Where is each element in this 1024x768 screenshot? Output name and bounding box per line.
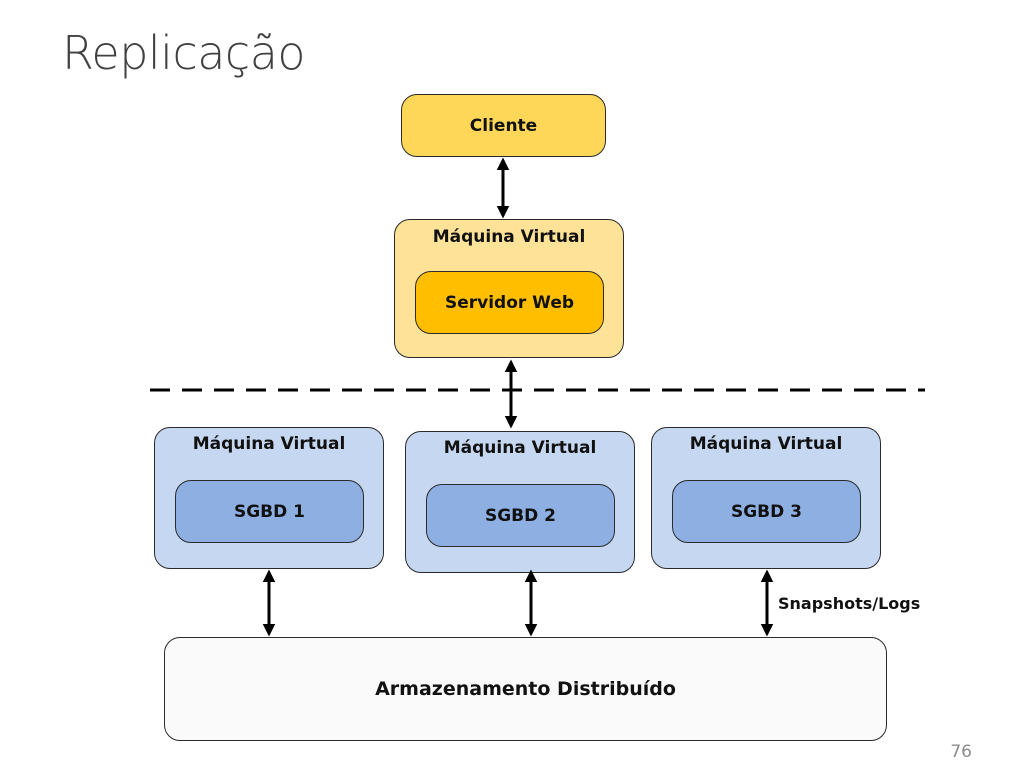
sgbd-2-box: SGBD 2: [426, 484, 615, 547]
db-vm-1-label: Máquina Virtual: [192, 434, 346, 454]
db-vm-3-label: Máquina Virtual: [689, 434, 843, 454]
snapshots-logs-label: Snapshots/Logs: [778, 594, 921, 613]
distributed-storage-label: Armazenamento Distribuído: [375, 678, 676, 700]
sgbd-3-box: SGBD 3: [672, 480, 861, 543]
web-vm-label: Máquina Virtual: [432, 227, 586, 247]
sgbd-1-label: SGBD 1: [233, 501, 305, 522]
db-virtual-machine-1: Máquina Virtual SGBD 1: [154, 427, 384, 569]
web-virtual-machine-box: Máquina Virtual Servidor Web: [394, 219, 624, 358]
web-server-box: Servidor Web: [415, 271, 604, 334]
distributed-storage-box: Armazenamento Distribuído: [164, 637, 887, 741]
client-label: Cliente: [469, 115, 538, 136]
page-number: 76: [950, 742, 972, 762]
db-vm-2-label: Máquina Virtual: [443, 438, 597, 458]
sgbd-1-box: SGBD 1: [175, 480, 364, 543]
db-virtual-machine-2: Máquina Virtual SGBD 2: [405, 431, 635, 573]
sgbd-3-label: SGBD 3: [730, 501, 802, 522]
db-virtual-machine-3: Máquina Virtual SGBD 3: [651, 427, 881, 569]
web-server-label: Servidor Web: [444, 292, 575, 313]
slide-title: Replicação: [62, 26, 306, 80]
sgbd-2-label: SGBD 2: [484, 505, 556, 526]
client-box: Cliente: [401, 94, 606, 157]
